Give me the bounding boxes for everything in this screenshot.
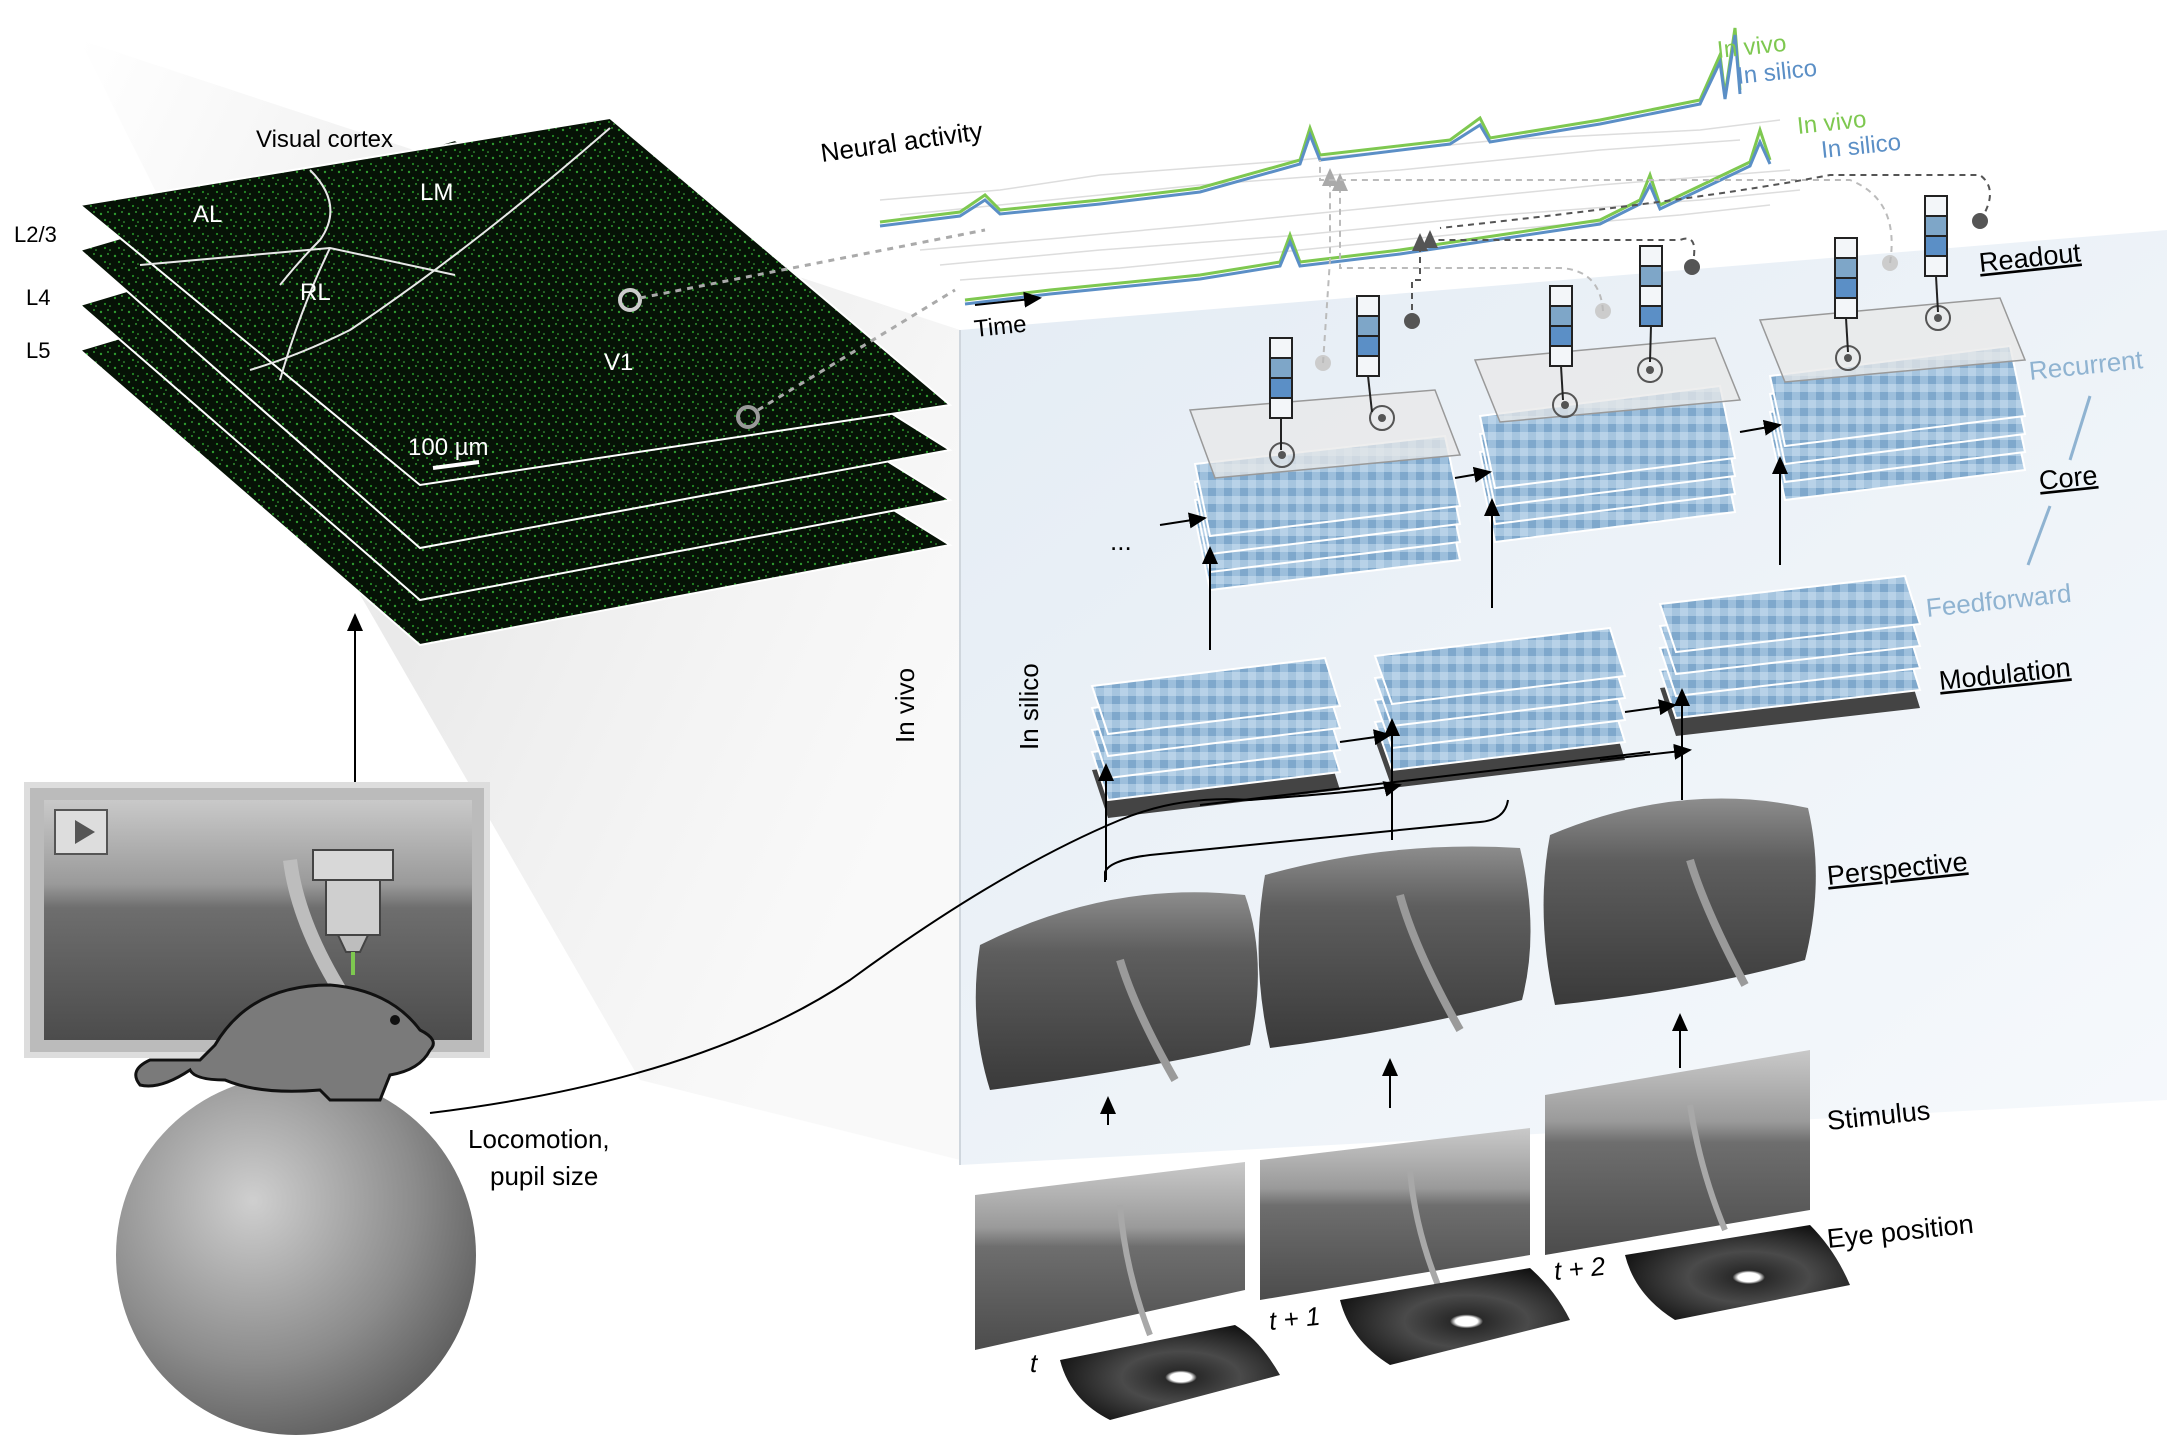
video-play-icon [54,809,108,855]
time-step-label-t: t [1030,1348,1039,1378]
cortex-layer-l23 [77,116,953,487]
cortex-title: Visual cortex [256,126,393,153]
modulation-stack-1 [1090,656,1342,818]
modulation-stack-3 [1658,574,1922,736]
scale-bar-label: 100 µm [408,434,489,461]
perspective-image-3 [1543,798,1816,1005]
flow-arrows [347,419,1788,1125]
eye-position-label: Eye position [1825,1209,1974,1254]
readout-column-3a [1834,237,1898,353]
core-stack-2 [1478,384,1737,544]
trace-bottom-in-silico [964,138,1772,306]
locomotion-label-line1: Locomotion, [468,1124,610,1154]
area-label-v1: V1 [604,349,633,376]
in-silico-label: In silico [1014,663,1044,750]
neural-activity-title: Neural activity [819,116,985,168]
stimulus-frame-3 [1545,1050,1810,1255]
eye-image-2 [1340,1268,1570,1365]
core-bracket-top [2068,395,2092,461]
readout-to-trace-links [1319,160,1991,364]
eye-image-1 [1060,1325,1280,1420]
core-label: Core [2037,460,2098,496]
neuron-link-1 [639,228,986,300]
in-vivo-label: In vivo [890,668,920,743]
readout-plane-1 [1188,389,1462,479]
scale-bar [432,460,480,470]
cortex-stack: Visual cortex L2/3 L4 L5 AL LM RL V1 100… [14,116,953,647]
readout-column-2b [1639,245,1700,363]
readout-column-3b [1924,195,1988,313]
layer-label-l23: L2/3 [14,222,57,247]
layer-label-l4: L4 [26,285,50,310]
area-label-rl: RL [300,279,331,306]
eye-image-3 [1625,1225,1850,1320]
sequence-ellipsis: ... [1110,526,1132,556]
time-arrow [974,291,1042,308]
treadmill-ball-icon [116,1075,476,1435]
core-bracket-bottom [2026,505,2052,566]
readout-column-1b [1356,295,1420,413]
neuron-marker-2 [736,405,760,429]
stimulus-frame-2 [1260,1128,1530,1300]
time-step-label-t1: t + 1 [1267,1301,1321,1336]
perspective-image-1 [975,892,1258,1090]
microscope-objective-icon [312,849,394,975]
layer-label-l5: L5 [26,338,50,363]
modulation-stack-2 [1373,626,1627,788]
perspective-image-2 [1258,846,1531,1048]
area-label-lm: LM [420,179,453,206]
readout-column-1a [1269,337,1331,450]
trace-top-in-vivo [879,27,1742,224]
neuron-marker-1 [618,288,642,312]
readout-columns [1269,195,1988,450]
stimulus-frame-1 [975,1162,1245,1350]
neural-activity: Neural activity Time In vivo In silico I… [819,27,1902,343]
mouse-silhouette-icon [134,983,435,1102]
time-label: Time [973,311,1028,343]
area-label-al: AL [193,201,222,228]
neuron-link-2 [757,288,956,412]
time-step-label-t2: t + 2 [1552,1251,1607,1286]
locomotion-label-line2: pupil size [490,1161,598,1191]
readout-column-2a [1549,285,1611,401]
trace-top-in-silico [879,34,1742,228]
readout-plane-2 [1473,337,1742,423]
trace-bottom-in-vivo [964,125,1772,302]
